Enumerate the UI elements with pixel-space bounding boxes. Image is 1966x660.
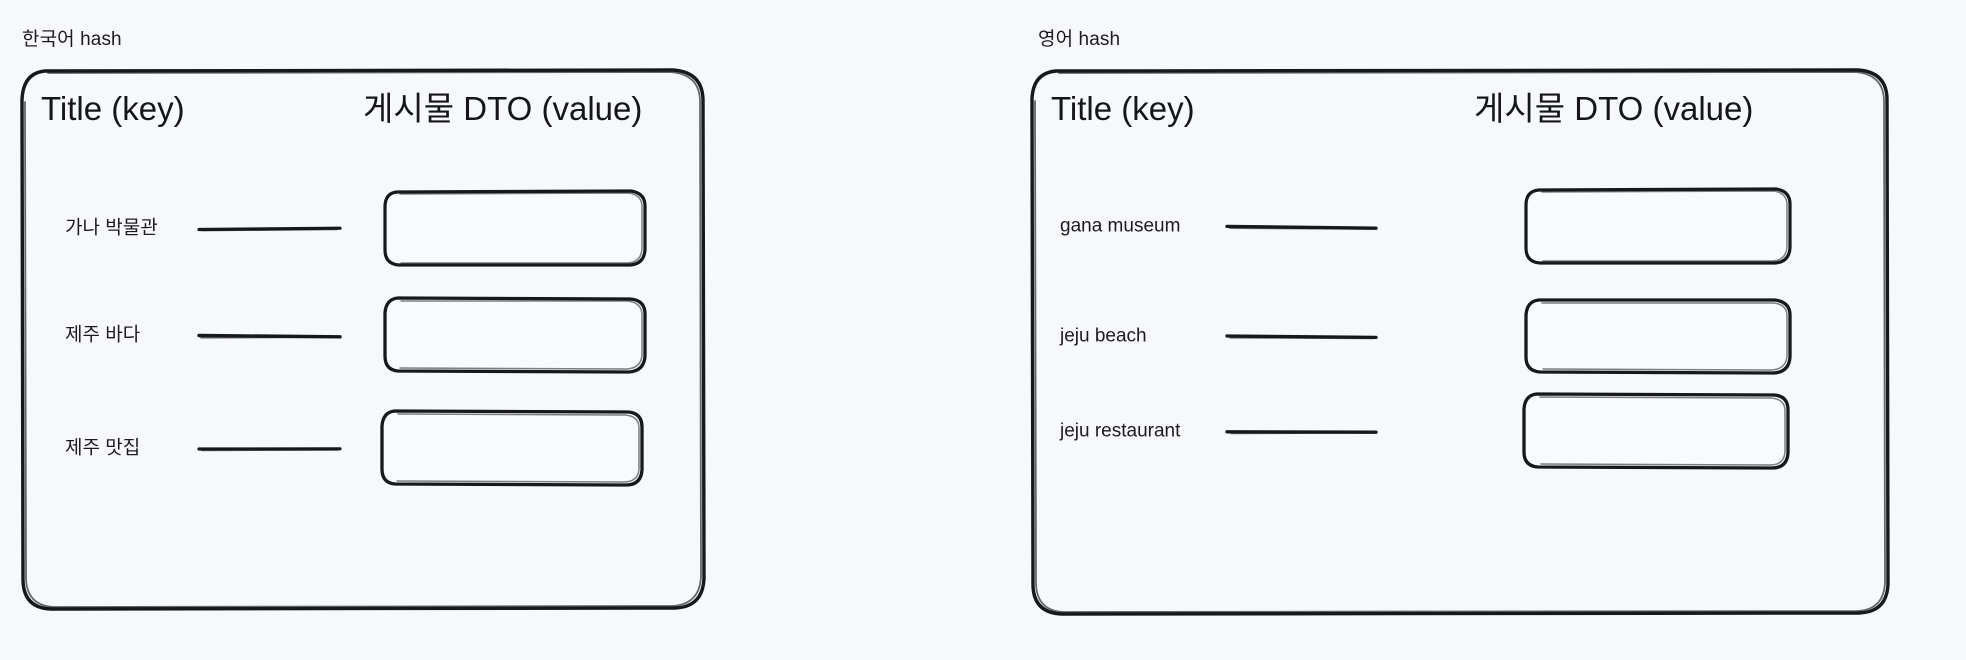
value-text — [1520, 390, 1792, 472]
value-box-border — [380, 409, 644, 487]
panel-english-hash: Title (key) 게시물 DTO (value) gana museum — [1028, 66, 1893, 620]
value-box-border — [383, 296, 647, 374]
value-box[interactable] — [1522, 296, 1794, 376]
value-text — [381, 295, 649, 375]
value-box-border — [1522, 392, 1790, 470]
value-box[interactable] — [1522, 186, 1794, 266]
value-text — [378, 407, 646, 489]
value-box-border — [1524, 187, 1792, 265]
value-box-border — [383, 189, 647, 267]
connector-line — [197, 226, 342, 232]
value-box[interactable] — [378, 407, 646, 489]
value-text — [1522, 296, 1794, 376]
connector-line — [1225, 334, 1378, 340]
panel-korean-hash: Title (key) 게시물 DTO (value) 가나 박물관 — [18, 66, 708, 614]
key-label: jeju beach — [1060, 325, 1147, 347]
key-label: 제주 바다 — [65, 324, 141, 346]
value-box[interactable] — [381, 295, 649, 375]
key-label: 가나 박물관 — [65, 217, 158, 239]
connector-line — [197, 333, 342, 339]
value-box-border — [1524, 298, 1792, 375]
connector-line — [1225, 430, 1378, 435]
value-text — [1522, 186, 1794, 266]
panel-caption-english: 영어 hash — [1038, 29, 1121, 50]
value-text — [381, 188, 649, 268]
key-label: 제주 맛집 — [65, 437, 141, 459]
connector-line — [197, 447, 342, 452]
panel-caption-korean: 한국어 hash — [22, 29, 122, 50]
value-box[interactable] — [381, 188, 649, 268]
key-label: gana museum — [1060, 215, 1181, 237]
key-label: jeju restaurant — [1060, 420, 1181, 442]
column-header-key-korean: Title (key) — [41, 90, 185, 127]
column-header-value-english: 게시물 DTO (value) — [1474, 90, 1754, 127]
column-header-key-english: Title (key) — [1051, 90, 1195, 127]
connector-line — [1225, 224, 1378, 230]
column-header-value-korean: 게시물 DTO (value) — [363, 90, 643, 127]
value-box[interactable] — [1520, 390, 1792, 472]
